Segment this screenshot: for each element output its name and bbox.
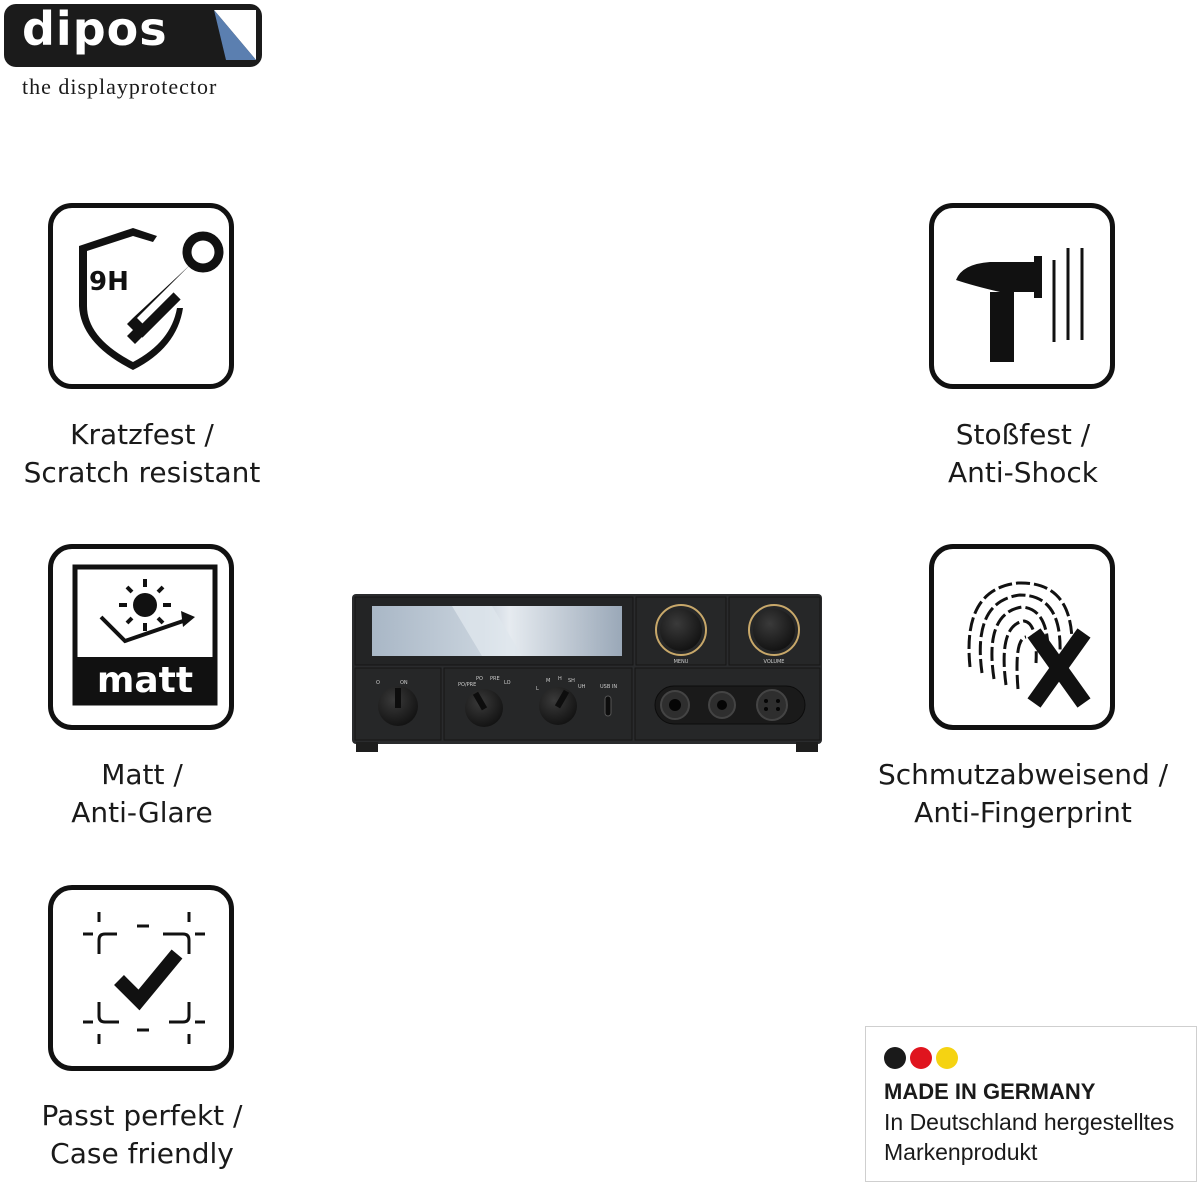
headphone-amplifier: MENU VOLUME O ON PO/PRE PO PRE LO L M H … (352, 594, 822, 752)
flag-dot-black (884, 1047, 906, 1069)
gain-label-lo: LO (504, 680, 511, 686)
flag-dot-red (910, 1047, 932, 1069)
usb-label: USB IN (600, 684, 617, 690)
feature-case-caption: Passt perfekt / Case friendly (0, 1097, 292, 1173)
gain-label-pre: PRE (490, 676, 500, 682)
switch-label-off: O (376, 680, 380, 686)
feature-shock (929, 203, 1115, 389)
feature-scratch: 9H (48, 203, 234, 389)
imp-label-uh: UH (578, 684, 586, 690)
feature-case-line2: Case friendly (50, 1137, 234, 1170)
device-image: MENU VOLUME O ON PO/PRE PO PRE LO L M H … (352, 594, 824, 754)
feature-matt-line2: Anti-Glare (71, 796, 213, 829)
imp-label-l: L (536, 686, 539, 692)
badge-matt: matt (97, 660, 193, 701)
sun-matt-icon: matt (72, 564, 218, 706)
feature-scratch-line2: Scratch resistant (23, 456, 261, 489)
feature-scratch-caption: Kratzfest / Scratch resistant (0, 416, 292, 492)
knob-label-volume: VOLUME (764, 659, 785, 665)
feature-case (48, 885, 234, 1071)
gain-label-po: PO (476, 676, 483, 682)
brand-logo (4, 4, 262, 67)
made-in-line1: In Deutschland hergestelltes (884, 1109, 1175, 1135)
feature-scratch-line1: Kratzfest / (70, 418, 214, 451)
imp-label-sh: SH (568, 678, 575, 684)
made-in-germany-badge: MADE IN GERMANY In Deutschland hergestel… (865, 1026, 1197, 1182)
made-in-line2: Markenprodukt (884, 1139, 1038, 1165)
badge-9h: 9H (89, 267, 129, 297)
feature-fingerprint (929, 544, 1115, 730)
brand-tagline: the displayprotector (22, 74, 218, 99)
feature-fingerprint-line2: Anti-Fingerprint (914, 796, 1132, 829)
imp-label-m: M (546, 678, 550, 684)
check-frame-icon (83, 912, 205, 1044)
feature-shock-line1: Stoßfest / (955, 418, 1091, 451)
feature-fingerprint-line1: Schmutzabweisend / (877, 758, 1169, 791)
feature-matt-caption: Matt / Anti-Glare (0, 756, 292, 832)
flag-dot-gold (936, 1047, 958, 1069)
switch-label-on: ON (400, 680, 408, 686)
knob-label-menu: MENU (674, 659, 689, 665)
feature-case-line1: Passt perfekt / (41, 1099, 243, 1132)
imp-label-h: H (558, 676, 562, 682)
feature-matt: matt (48, 544, 234, 730)
made-in-title: MADE IN GERMANY (884, 1079, 1096, 1104)
feature-fingerprint-caption: Schmutzabweisend / Anti-Fingerprint (873, 756, 1173, 832)
feature-shock-caption: Stoßfest / Anti-Shock (873, 416, 1173, 492)
hammer-icon (956, 248, 1084, 362)
brand-name: dipos (22, 2, 168, 56)
feature-matt-line1: Matt / (101, 758, 183, 791)
gain-label-popre: PO/PRE (458, 682, 476, 688)
shield-key-icon: 9H (79, 228, 224, 370)
feature-shock-line2: Anti-Shock (947, 456, 1099, 489)
fingerprint-x-icon (967, 581, 1091, 708)
logo-corner-icon (214, 10, 256, 60)
